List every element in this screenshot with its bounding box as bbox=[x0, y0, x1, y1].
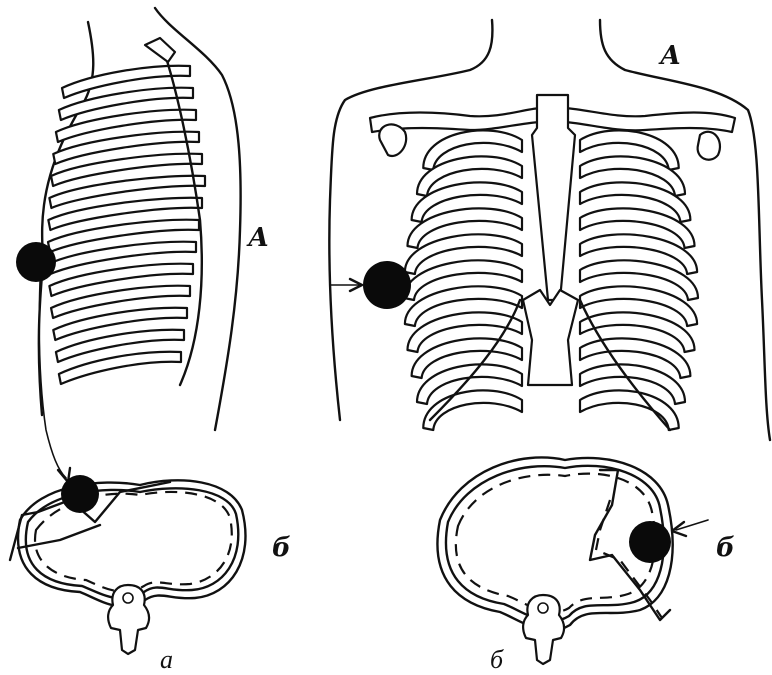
lateral-thorax-view: А bbox=[16, 8, 269, 482]
label-A-left: А bbox=[246, 223, 269, 253]
caption-b: б bbox=[490, 645, 504, 674]
vertebra-right bbox=[523, 595, 564, 664]
label-B-right: б bbox=[716, 533, 735, 563]
shoulder-joint-left bbox=[379, 124, 406, 156]
lumbar-spine bbox=[523, 290, 578, 385]
vertebra-left bbox=[108, 585, 149, 654]
label-A-right: А bbox=[658, 41, 681, 71]
frontal-rib-cage-right bbox=[580, 130, 698, 430]
cross-section-right: б б bbox=[437, 458, 735, 675]
lesion-marker-section-left bbox=[61, 475, 99, 513]
scapula-top bbox=[145, 38, 175, 62]
caption-a: а bbox=[160, 645, 173, 674]
section-left-pleura-line bbox=[18, 525, 100, 548]
lateral-rib bbox=[59, 352, 181, 384]
clavicle-right bbox=[565, 108, 735, 132]
sternum bbox=[532, 95, 575, 300]
lesion-marker-frontal bbox=[363, 261, 411, 309]
cross-section-left: б а bbox=[10, 475, 291, 674]
label-B-left: б bbox=[272, 533, 291, 563]
lesion-marker-section-right bbox=[629, 521, 671, 563]
section-right-dashed-contour bbox=[456, 474, 655, 613]
lesion-marker-lateral bbox=[16, 242, 56, 282]
section-left-dashed-contour bbox=[35, 492, 232, 592]
frontal-thorax-view: А bbox=[329, 20, 770, 440]
shoulder-joint-right bbox=[698, 132, 720, 160]
